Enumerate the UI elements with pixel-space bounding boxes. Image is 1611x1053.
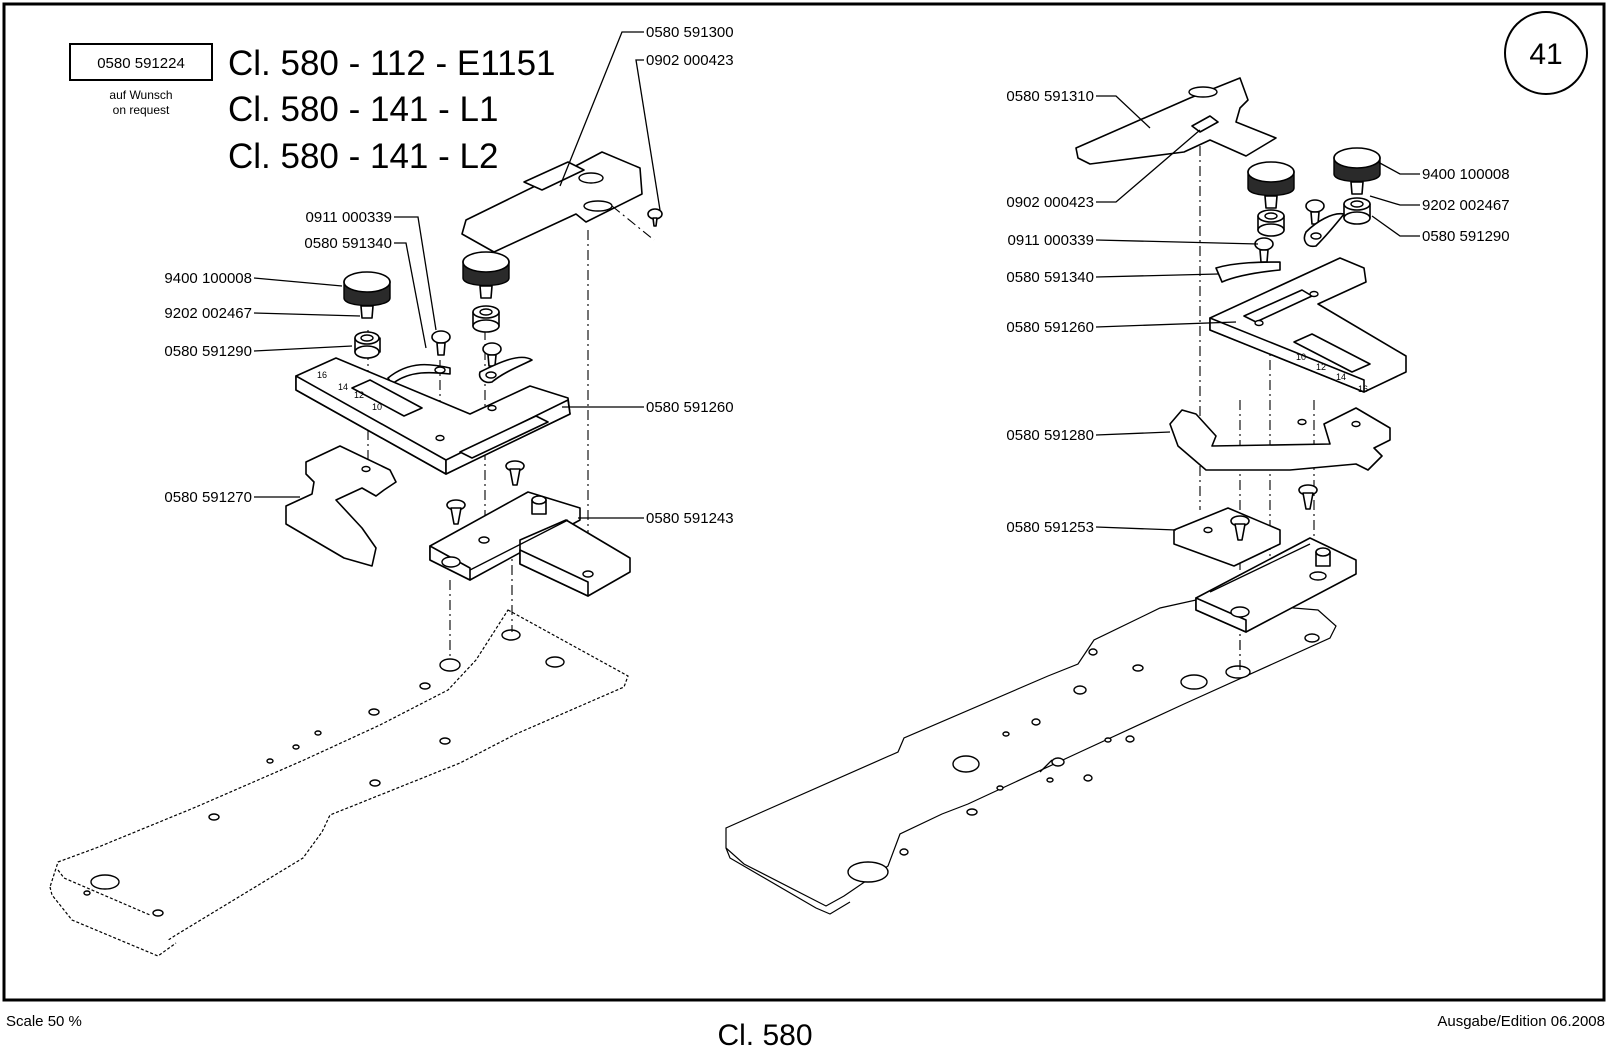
left-label-0902-000423: 0902 000423 (646, 52, 734, 69)
left-main-plate-0580-591260: 16 14 12 10 (295, 357, 571, 475)
left-screw-ruler-a (446, 499, 466, 525)
right-base-plate (725, 599, 1337, 915)
page-number-badge: 41 (1504, 11, 1588, 95)
left-label-0580-591340: 0580 591340 (304, 235, 392, 252)
right-label-0580-591290: 0580 591290 (1422, 228, 1510, 245)
right-pin-ruler (1315, 547, 1331, 567)
optional-note-en: on request (113, 103, 170, 117)
left-pin-ruler (531, 495, 547, 515)
right-knob-9400-a (1247, 161, 1295, 237)
left-screw-0902 (647, 208, 663, 227)
left-label-0911-000339: 0911 000339 (306, 209, 392, 226)
left-scale-mark-16: 16 (317, 370, 327, 380)
right-label-0580-591253: 0580 591253 (1006, 519, 1094, 536)
right-screw-ruler-a (1230, 515, 1250, 541)
right-knob-9400-b (1333, 147, 1381, 195)
left-assembly: 16 14 12 10 (49, 24, 734, 957)
footer-edition: Ausgabe/Edition 06.2008 (1437, 1013, 1605, 1030)
right-nut-0580-591290 (1343, 197, 1371, 225)
right-label-0580-591310: 0580 591310 (1006, 88, 1094, 105)
class-line-3: Cl. 580 - 141 - L2 (228, 137, 498, 176)
right-ruler-plate-0580-591253 (1173, 507, 1357, 633)
right-label-9202-002467: 9202 002467 (1422, 197, 1510, 214)
right-spring-0580-591340 (1215, 261, 1281, 283)
left-label-0580-591270: 0580 591270 (164, 489, 252, 506)
left-scale-mark-12: 12 (354, 390, 364, 400)
left-label-0580-591300: 0580 591300 (646, 24, 734, 41)
left-label-9202-002467: 9202 002467 (164, 305, 252, 322)
left-bracket-0580-591270 (285, 445, 397, 567)
right-label-0580-591260: 0580 591260 (1006, 319, 1094, 336)
right-label-9400-100008: 9400 100008 (1422, 166, 1510, 183)
right-scale-mark-14: 14 (1336, 372, 1346, 382)
class-line-1: Cl. 580 - 112 - E1151 (228, 44, 556, 83)
right-scale-mark-16: 16 (1358, 384, 1368, 394)
right-label-0911-000339: 0911 000339 (1008, 232, 1094, 249)
left-nut-0580-591290 (354, 331, 381, 359)
optional-part-box (69, 43, 213, 81)
right-scale-mark-10: 10 (1296, 352, 1306, 362)
footer: Scale 50 % Cl. 580 Ausgabe/Edition 06.20… (6, 1013, 1605, 1052)
left-knob-9400-a (343, 271, 391, 319)
header-block: 0580 591224 auf Wunsch on request Cl. 58… (69, 43, 556, 176)
optional-part-number: 0580 591224 (97, 55, 185, 72)
right-bracket-0580-591280 (1169, 407, 1391, 471)
left-top-plate (461, 151, 643, 253)
right-label-0902-000423: 0902 000423 (1006, 194, 1094, 211)
left-screw-ruler-b (505, 460, 525, 486)
class-line-2: Cl. 580 - 141 - L1 (228, 90, 498, 129)
left-base-plate (49, 609, 629, 957)
left-screw-0911 (431, 330, 451, 356)
optional-note-de: auf Wunsch (109, 88, 172, 102)
left-knob-9400-b (462, 251, 510, 333)
left-screw-mid (478, 342, 533, 384)
page-frame (2, 2, 1606, 1002)
left-label-0580-591290: 0580 591290 (164, 343, 252, 360)
right-label-0580-591340: 0580 591340 (1006, 269, 1094, 286)
right-assembly: 10 12 14 16 (725, 77, 1510, 915)
right-main-plate-0580-591260: 10 12 14 16 (1209, 257, 1407, 394)
left-scale-mark-10: 10 (372, 402, 382, 412)
right-screw-0911 (1254, 237, 1274, 263)
footer-scale: Scale 50 % (6, 1013, 82, 1030)
right-screw-mid (1303, 199, 1345, 248)
footer-title: Cl. 580 (717, 1019, 812, 1052)
page-number: 41 (1529, 38, 1562, 71)
right-screw-ruler-b (1298, 484, 1318, 510)
left-label-9400-100008: 9400 100008 (164, 270, 252, 287)
left-label-0580-591243: 0580 591243 (646, 510, 734, 527)
left-label-0580-591260: 0580 591260 (646, 399, 734, 416)
right-top-plate-0580-591310 (1075, 77, 1277, 165)
left-scale-mark-14: 14 (338, 382, 348, 392)
right-scale-mark-12: 12 (1316, 362, 1326, 372)
right-label-0580-591280: 0580 591280 (1006, 427, 1094, 444)
